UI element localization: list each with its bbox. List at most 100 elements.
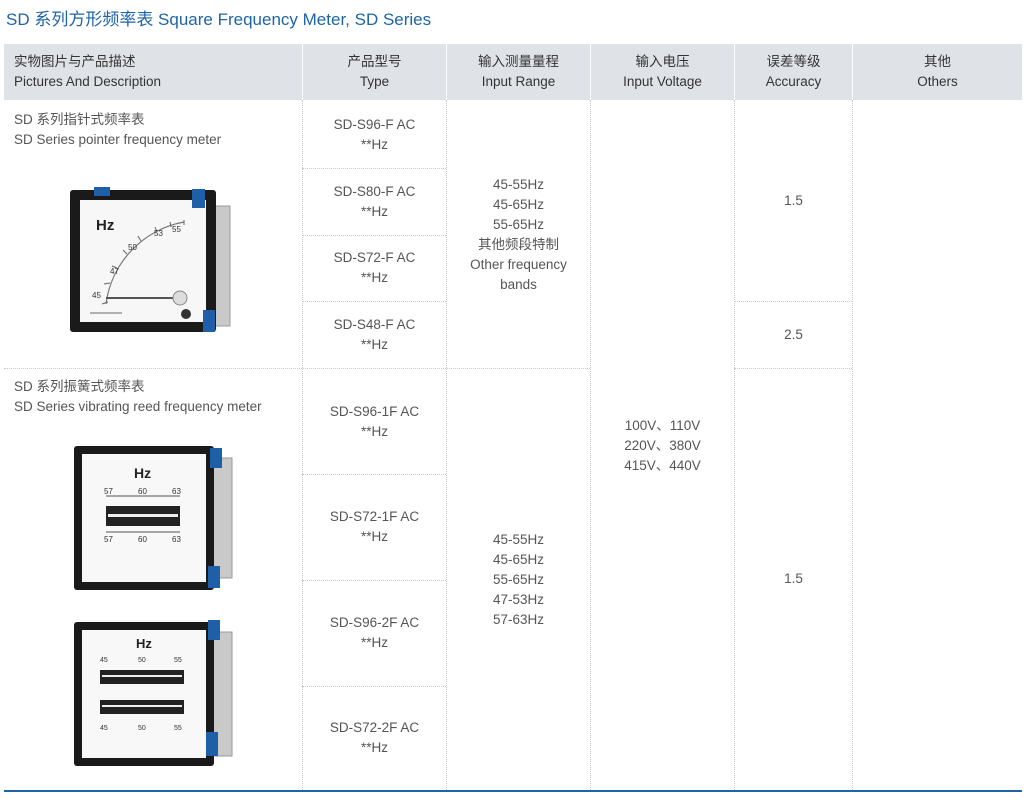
input-range-cell: 45-55Hz 45-65Hz 55-65Hz 47-53Hz 57-63Hz xyxy=(447,369,590,790)
header-en: Others xyxy=(917,74,958,89)
voltage-line: 220V、380V xyxy=(624,437,701,453)
accuracy-cell: 1.5 xyxy=(735,368,852,790)
type-cell: SD-S72-2F AC **Hz xyxy=(303,686,446,790)
scale-label: 50 xyxy=(138,657,146,664)
scale-label: 53 xyxy=(154,229,163,238)
type-cell: SD-S96-2F AC **Hz xyxy=(303,580,446,686)
accuracy-value: 2.5 xyxy=(784,326,803,342)
type-cell: SD-S80-F AC **Hz xyxy=(303,168,446,235)
scale-label: 60 xyxy=(138,535,147,544)
group2-description: SD 系列振簧式频率表 SD Series vibrating reed fre… xyxy=(14,377,262,417)
header-divider xyxy=(590,44,591,100)
column-divider xyxy=(302,100,303,790)
input-voltage-cell: 100V、110V 220V、380V 415V、440V xyxy=(591,101,734,790)
range-line: 45-55Hz xyxy=(492,176,545,192)
table-bottom-rule xyxy=(4,790,1022,792)
reed-frequency-meter-image: Hz 57 60 63 57 60 63 xyxy=(74,446,233,590)
column-divider xyxy=(734,100,735,790)
column-divider xyxy=(852,100,853,790)
header-en: Input Range xyxy=(481,74,556,89)
row-divider xyxy=(302,168,446,169)
range-line: Other frequency xyxy=(470,256,567,272)
row-divider xyxy=(302,474,446,475)
type-cell: SD-S96-1F AC **Hz xyxy=(303,369,446,474)
scale-label: 63 xyxy=(172,487,181,496)
range-line: 45-65Hz xyxy=(492,551,545,567)
header-en: Type xyxy=(359,74,390,89)
range-line: 55-65Hz xyxy=(492,216,545,232)
range-line: 其他频段特制 xyxy=(478,236,559,252)
type-unit: **Hz xyxy=(360,336,388,352)
type-unit: **Hz xyxy=(360,136,388,152)
header-en: Pictures And Description xyxy=(14,74,162,89)
reed-frequency-meter-image: Hz 45 50 55 45 50 55 xyxy=(74,620,233,766)
group1-description: SD 系列指针式频率表 SD Series pointer frequency … xyxy=(14,110,221,150)
row-divider xyxy=(302,686,446,687)
scale-label: 63 xyxy=(172,535,181,544)
type-model: SD-S80-F AC xyxy=(333,183,416,199)
type-model: SD-S72-F AC xyxy=(333,250,416,265)
header-divider xyxy=(852,44,853,100)
type-cell: SD-S48-F AC **Hz xyxy=(303,301,446,368)
scale-label: 47 xyxy=(110,267,119,276)
description-cn: SD 系列指针式频率表 xyxy=(14,112,145,127)
row-divider xyxy=(734,368,852,369)
row-divider xyxy=(302,580,446,581)
type-unit: **Hz xyxy=(360,203,388,219)
header-cn: 输入测量量程 xyxy=(478,54,559,69)
header-pictures: 实物图片与产品描述 Pictures And Description xyxy=(4,44,302,100)
header-divider xyxy=(734,44,735,100)
header-others: 其他 Others xyxy=(853,44,1022,100)
type-unit: **Hz xyxy=(360,270,388,285)
type-model: SD-S96-1F AC xyxy=(329,403,420,419)
range-line: 45-65Hz xyxy=(492,196,545,212)
scale-label: 55 xyxy=(172,225,181,234)
row-divider xyxy=(302,301,446,302)
scale-label: 55 xyxy=(174,725,182,732)
meter-unit: Hz xyxy=(134,465,151,481)
header-divider xyxy=(302,44,303,100)
type-model: SD-S96-2F AC xyxy=(329,615,420,630)
scale-label: 50 xyxy=(138,725,146,732)
range-line: 47-53Hz xyxy=(492,591,545,607)
header-accuracy: 误差等级 Accuracy xyxy=(735,44,852,100)
meter-unit: Hz xyxy=(96,217,114,234)
scale-label: 55 xyxy=(174,657,182,664)
header-type: 产品型号 Type xyxy=(303,44,446,100)
accuracy-cell: 2.5 xyxy=(735,301,852,368)
header-cn: 输入电压 xyxy=(635,54,690,69)
accuracy-value: 1.5 xyxy=(784,193,803,208)
header-cn: 实物图片与产品描述 xyxy=(14,54,136,69)
type-unit: **Hz xyxy=(360,529,388,544)
scale-label: 45 xyxy=(100,657,108,664)
row-divider xyxy=(734,301,852,302)
type-model: SD-S72-2F AC xyxy=(329,720,420,735)
scale-label: 60 xyxy=(138,487,147,496)
scale-label: 45 xyxy=(100,725,108,732)
type-unit: **Hz xyxy=(360,740,388,755)
accuracy-value: 1.5 xyxy=(784,571,803,586)
row-divider xyxy=(302,235,446,236)
range-line: 57-63Hz xyxy=(492,611,545,627)
range-line: bands xyxy=(500,276,537,292)
scale-label: 57 xyxy=(104,535,113,544)
type-model: SD-S96-F AC xyxy=(333,116,416,132)
header-input-voltage: 输入电压 Input Voltage xyxy=(591,44,734,100)
header-input-range: 输入测量量程 Input Range xyxy=(447,44,590,100)
pointer-frequency-meter-image: Hz 45 47 50 53 55 xyxy=(70,187,231,332)
header-cn: 产品型号 xyxy=(347,54,402,69)
page-title: SD 系列方形频率表 Square Frequency Meter, SD Se… xyxy=(6,10,432,29)
type-model: SD-S48-F AC xyxy=(333,316,416,332)
header-en: Input Voltage xyxy=(623,74,702,89)
header-en: Accuracy xyxy=(765,74,822,89)
range-line: 55-65Hz xyxy=(492,571,545,587)
type-unit: **Hz xyxy=(360,423,388,439)
meter-unit: Hz xyxy=(136,636,152,651)
scale-label: 50 xyxy=(128,243,137,252)
column-divider xyxy=(446,100,447,790)
scale-label: 45 xyxy=(92,291,101,300)
header-cn: 误差等级 xyxy=(766,54,821,69)
description-en: SD Series pointer frequency meter xyxy=(14,132,222,147)
type-cell: SD-S72-F AC **Hz xyxy=(303,235,446,301)
range-line: 45-55Hz xyxy=(492,531,545,547)
